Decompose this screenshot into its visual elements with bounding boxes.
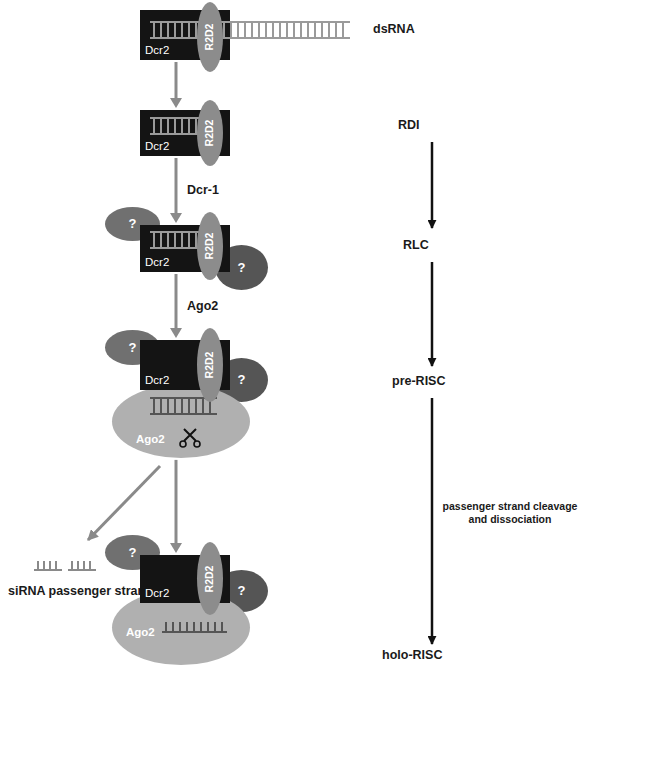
- dicer-label: Dcr2: [145, 256, 169, 269]
- dicer-label: Dcr2: [145, 587, 169, 600]
- r2d2-ellipse: R2D2: [197, 100, 223, 166]
- stage-arrow: [431, 142, 434, 228]
- ago2-label: Ago2: [136, 433, 165, 446]
- stage-label: RDI: [398, 118, 420, 133]
- arrow-shaft: [175, 274, 178, 330]
- process-arrow: [170, 62, 182, 108]
- process-arrow: [170, 274, 182, 338]
- question-mark: ?: [238, 584, 246, 598]
- stage-arrow: [431, 398, 434, 644]
- arrow-shaft: [175, 62, 178, 100]
- release-arrow: [88, 466, 160, 540]
- ellipse-shape: [197, 328, 223, 402]
- question-mark: ?: [129, 217, 137, 231]
- ellipse-shape: [197, 542, 223, 615]
- r2d2-ellipse: R2D2: [197, 212, 223, 280]
- rna-strand: [150, 22, 350, 38]
- ellipse-shape: [112, 385, 250, 458]
- rna-drawing: [140, 225, 150, 235]
- arrow-shaft: [175, 158, 178, 215]
- stage-label: dsRNA: [373, 22, 415, 37]
- ago2-ellipse: Ago2: [112, 385, 250, 458]
- passenger-fragments: [34, 561, 96, 570]
- edge-label: Ago2: [185, 299, 220, 314]
- question-mark: ?: [129, 340, 137, 354]
- arrow-shaft: [175, 460, 178, 545]
- dicer-label: Dcr2: [145, 140, 169, 153]
- r2d2-label: R2D2: [204, 352, 216, 379]
- r2d2-label: R2D2: [204, 565, 216, 592]
- stage-arrow: [431, 262, 434, 366]
- question-mark: ?: [129, 545, 137, 559]
- dicer-label: Dcr2: [145, 374, 169, 387]
- arrow-head: [170, 543, 182, 553]
- stage-label: holo-RISC: [382, 648, 442, 663]
- question-mark: ?: [238, 373, 246, 387]
- r2d2-ellipse: R2D2: [197, 542, 223, 615]
- ellipse-shape: [112, 590, 250, 665]
- stage-label: pre-RISC: [392, 374, 445, 389]
- arrow-head: [170, 328, 182, 338]
- process-arrow: [170, 460, 182, 553]
- step-note: passenger strand cleavage and dissociati…: [440, 500, 580, 525]
- ellipse-shape: [215, 245, 268, 290]
- r2d2-ellipse: R2D2: [197, 2, 223, 72]
- stage-label: RLC: [403, 238, 429, 253]
- r2d2-label: R2D2: [204, 120, 216, 147]
- process-arrow: [170, 158, 182, 223]
- scissors-handle: [194, 441, 200, 447]
- r2d2-ellipse: R2D2: [197, 328, 223, 402]
- arrow-head: [170, 213, 182, 223]
- arrow-head: [170, 98, 182, 108]
- edge-label: Dcr-1: [185, 183, 221, 198]
- r2d2-label: R2D2: [204, 233, 216, 260]
- ellipse-shape: [197, 2, 223, 72]
- rna-drawing: [140, 10, 150, 20]
- rna-strand: [150, 398, 217, 414]
- product-label: siRNA passenger strand: [8, 584, 153, 599]
- rna-strand: [162, 622, 227, 632]
- ellipse-shape: [197, 212, 223, 280]
- scissors-handle: [180, 441, 186, 447]
- dicer-label: Dcr2: [145, 44, 169, 57]
- rna-drawing: [140, 110, 150, 120]
- ellipse-shape: [197, 100, 223, 166]
- r2d2-label: R2D2: [204, 24, 216, 51]
- question-mark: ?: [238, 260, 246, 274]
- rna-drawing: [112, 385, 122, 395]
- ago2-label: Ago2: [126, 626, 155, 639]
- rna-strand: [184, 429, 196, 441]
